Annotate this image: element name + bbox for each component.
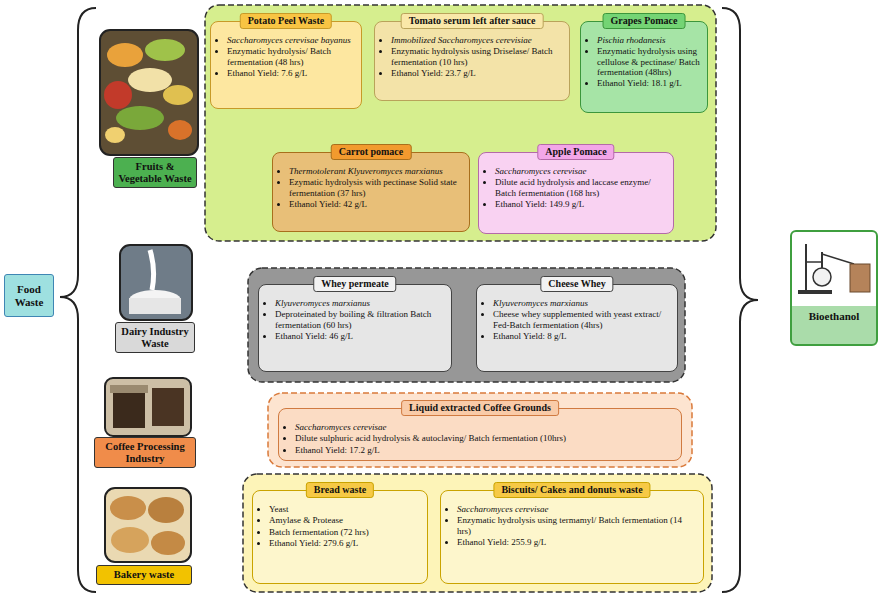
bullet-item: Amylase & Protease	[269, 515, 422, 525]
category-label: Bakery waste	[96, 565, 192, 585]
bullet-item: Klyuveromyces marxianus	[275, 298, 446, 308]
bullet-item: Ethanol Yield: 255.9 g/L	[457, 537, 698, 547]
bullet-item: Ethanol Yield: 7.6 g/L	[227, 68, 356, 78]
process-box: Biscuits/ Cakes and donuts wasteSaccharo…	[440, 490, 704, 584]
bullet-item: Yeast	[269, 504, 422, 514]
label-text: Dairy Industry Waste	[119, 326, 191, 349]
bullet-item: Saccharomyces cerevisae bayanus	[227, 35, 356, 45]
process-box: Carrot pomaceThermotolerant Klyuveromyce…	[272, 152, 470, 232]
box-heading: Carrot pomace	[331, 144, 412, 160]
bullet-list: Saccharomyces cerevisaeDilute acid hydro…	[482, 166, 668, 209]
category-label: Dairy Industry Waste	[115, 322, 195, 353]
left-brace	[60, 8, 96, 592]
bullet-item: Enzymatic hydrolysis using cellulose & p…	[597, 46, 702, 77]
bullet-list: Klyuveromyces marxianusCheese whey suppl…	[480, 298, 672, 341]
source-box: Food Waste	[4, 274, 54, 317]
box-heading: Apple Pomace	[537, 144, 614, 160]
bullet-list: Saccharomyces cerevisae bayanusEnzymatic…	[214, 35, 356, 78]
product-box: Bioethanol	[790, 230, 878, 346]
group-region	[205, 5, 716, 241]
bullet-list: Immobilized Saccharomyces cerevisiaeEnzy…	[378, 35, 564, 78]
box-heading: Tomato serum left after sauce	[401, 13, 544, 29]
bullet-item: Cheese whey supplemented with yeast extr…	[493, 309, 672, 330]
box-heading: Potato Peel Waste	[240, 13, 332, 29]
bullet-list: Saccharomyces cerevisaeDilute sulphuric …	[282, 422, 676, 455]
bullet-list: YeastAmylase & ProteaseBatch fermentatio…	[256, 504, 422, 548]
bullet-item: Saccharomyces cerevisae	[457, 504, 698, 514]
process-box: Whey permeateKlyuveromyces marxianusDepr…	[258, 284, 452, 372]
bullet-item: Ethanol Yield: 42 g/L	[289, 199, 464, 209]
bullet-item: Klyuveromyces marxianus	[493, 298, 672, 308]
bullet-item: Ethanol Yield: 46 g/L	[275, 331, 446, 341]
process-box: Bread wasteYeastAmylase & ProteaseBatch …	[252, 490, 428, 584]
bullet-item: Deproteinated by boiling & filtration Ba…	[275, 309, 446, 330]
bullet-list: Thermotolerant Klyuveromyces marxianusEz…	[276, 166, 464, 209]
label-text: Bioethanol	[794, 310, 874, 323]
bullet-item: Batch fermentation (72 hrs)	[269, 527, 422, 537]
process-box: Apple PomaceSaccharomyces cerevisaeDilut…	[478, 152, 674, 234]
group-region	[268, 393, 692, 467]
bullet-item: Enzymatic hydrolysis/ Batch fermentation…	[227, 46, 356, 67]
label-text: Bakery waste	[100, 569, 188, 581]
box-heading: Cheese Whey	[540, 276, 613, 292]
process-box: Grapes PomacePischia rhodanesisEnzymatic…	[580, 21, 708, 113]
bullet-item: Ezymatic hydrolysis with pectinase Solid…	[289, 177, 464, 198]
bullet-item: Dilute sulphuric acid hydrolysis & autoc…	[295, 433, 676, 443]
fruit-waste-picture	[100, 30, 198, 155]
bullet-item: Ethanol Yield: 23.7 g/L	[391, 68, 564, 78]
label-text: Food Waste	[7, 283, 51, 308]
bullet-item: Enzymatic hydrolysis using Driselase/ Ba…	[391, 46, 564, 67]
bullet-item: Ethanol Yield: 17.2 g/L	[295, 445, 676, 455]
bullet-item: Saccharomyces cerevisae	[295, 422, 676, 432]
bullet-item: Dilute acid hydrolysis and laccase enzym…	[495, 177, 668, 198]
category-label: Fruits & Vegetable Waste	[113, 157, 197, 188]
box-heading: Bread waste	[306, 482, 374, 498]
bullet-item: Saccharomyces cerevisae	[495, 166, 668, 176]
bullet-list: Klyuveromyces marxianusDeproteinated by …	[262, 298, 446, 341]
process-box: Potato Peel WasteSaccharomyces cerevisae…	[210, 21, 362, 109]
bullet-item: Ethanol Yield: 8 g/L	[493, 331, 672, 341]
bullet-item: Ethanol Yield: 18.1 g/L	[597, 78, 702, 88]
process-box: Cheese WheyKlyuveromyces marxianusCheese…	[476, 284, 678, 372]
process-box: Liquid extracted Coffee GroundsSaccharom…	[278, 408, 682, 461]
bullet-item: Pischia rhodanesis	[597, 35, 702, 45]
bullet-item: Immobilized Saccharomyces cerevisiae	[391, 35, 564, 45]
bullet-item: Enzymatic hydrolysis using termamyl/ Bat…	[457, 515, 698, 536]
group-region	[248, 268, 685, 382]
label-text: Coffee Processing Industry	[98, 441, 192, 464]
box-heading: Grapes Pomace	[603, 13, 686, 29]
right-brace	[722, 8, 758, 592]
box-heading: Biscuits/ Cakes and donuts waste	[493, 482, 650, 498]
dairy-picture	[120, 245, 192, 320]
coffee-picture	[105, 378, 191, 436]
label-text: Fruits & Vegetable Waste	[117, 161, 193, 184]
bullet-item: Thermotolerant Klyuveromyces marxianus	[289, 166, 464, 176]
bullet-list: Pischia rhodanesisEnzymatic hydrolysis u…	[584, 35, 702, 89]
bullet-list: Saccharomyces cerevisaeEnzymatic hydroly…	[444, 504, 698, 547]
bullet-item: Ethanol Yield: 279.6 g/L	[269, 538, 422, 548]
box-heading: Liquid extracted Coffee Grounds	[401, 400, 559, 416]
process-box: Tomato serum left after sauceImmobilized…	[374, 21, 570, 101]
group-region	[243, 474, 712, 592]
bullet-item: Ethanol Yield: 149.9 g/L	[495, 199, 668, 209]
category-label: Coffee Processing Industry	[94, 437, 196, 468]
box-heading: Whey permeate	[313, 276, 396, 292]
bakery-picture	[105, 488, 191, 562]
